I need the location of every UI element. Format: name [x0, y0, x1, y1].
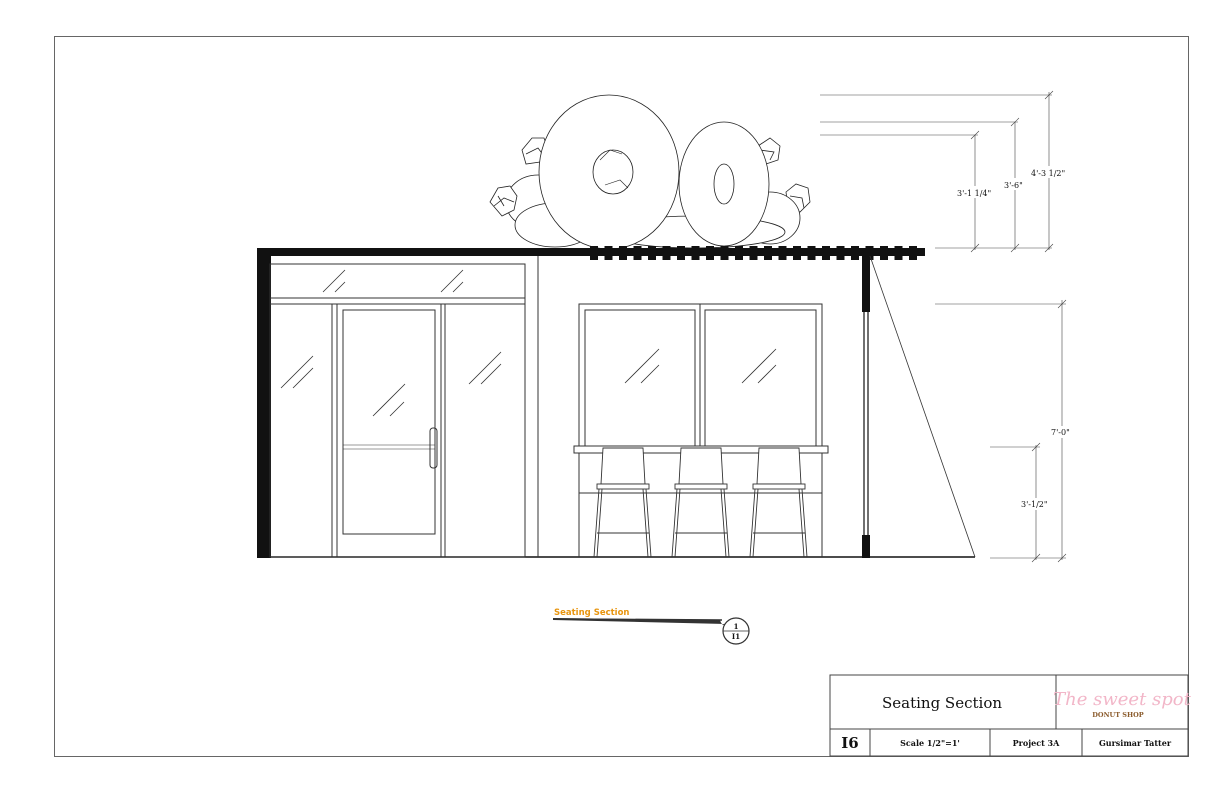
section-callout: Seating Section 1 I1 [552, 608, 750, 645]
dimension-label: 3'-6" [1004, 181, 1023, 190]
project-label: Project 3A [1013, 738, 1060, 748]
roof-rafter [706, 246, 714, 260]
dimension-label: 3'-1/2" [1021, 500, 1048, 509]
bar-stools [593, 447, 808, 558]
roof-rafter [590, 246, 598, 260]
dimension-label: 4'-3 1/2" [1031, 169, 1065, 178]
roof-rafter [880, 246, 888, 260]
roof-rafter [604, 246, 613, 260]
roof-rafter [851, 246, 859, 260]
roof-rafter [662, 246, 671, 260]
roof-rafter [619, 246, 627, 260]
roof-rafter [749, 246, 758, 260]
roof-rafter [909, 246, 917, 260]
roof-rafter [865, 246, 874, 260]
sheet-border [54, 36, 1189, 757]
roof-rafter [793, 246, 801, 260]
sheet-title: Seating Section [882, 694, 1002, 712]
bar-stool [593, 447, 652, 558]
logo-name: The sweet spot [1053, 689, 1191, 710]
brand-logo: The sweet spot DONUT SHOP [1053, 689, 1191, 719]
seating-windows [578, 303, 823, 557]
roof-rafter [633, 246, 642, 260]
title-block [829, 674, 1189, 757]
roof-rafter [691, 246, 700, 260]
logo-tagline: DONUT SHOP [1092, 711, 1144, 719]
callout-label: Seating Section [554, 608, 630, 618]
callout-number: 1 [734, 622, 739, 631]
building-elevation [257, 246, 976, 558]
bar-stool [749, 447, 808, 558]
roof-rafter [648, 246, 656, 260]
dimension-label: 3'-1 1/4" [957, 189, 991, 198]
roof-rafter [822, 246, 830, 260]
callout-sheet: I1 [732, 632, 740, 641]
roof-rafter [677, 246, 685, 260]
scale-label: Scale 1/2"=1' [900, 738, 960, 748]
entry-door [336, 303, 442, 558]
dimension-label: 7'-0" [1051, 428, 1070, 437]
dimension-labels: 3'-1 1/4" 3'-6" 4'-3 1/2" 7'-0" 3'-1/2" [955, 166, 1074, 510]
roof-rafter [735, 246, 743, 260]
bar-stool [671, 447, 730, 558]
dimension-lines [820, 90, 1067, 563]
roof-rafter [894, 246, 903, 260]
author-label: Gursimar Tatter [1099, 738, 1172, 748]
roof-rafter [836, 246, 845, 260]
roof-rafter [720, 246, 729, 260]
roof-rafters [590, 246, 917, 260]
donut-sign [489, 94, 811, 250]
roof-rafter [807, 246, 816, 260]
storefront [269, 263, 526, 558]
roof-rafter [778, 246, 787, 260]
sheet-number: I6 [841, 734, 858, 752]
roof-rafter [764, 246, 772, 260]
